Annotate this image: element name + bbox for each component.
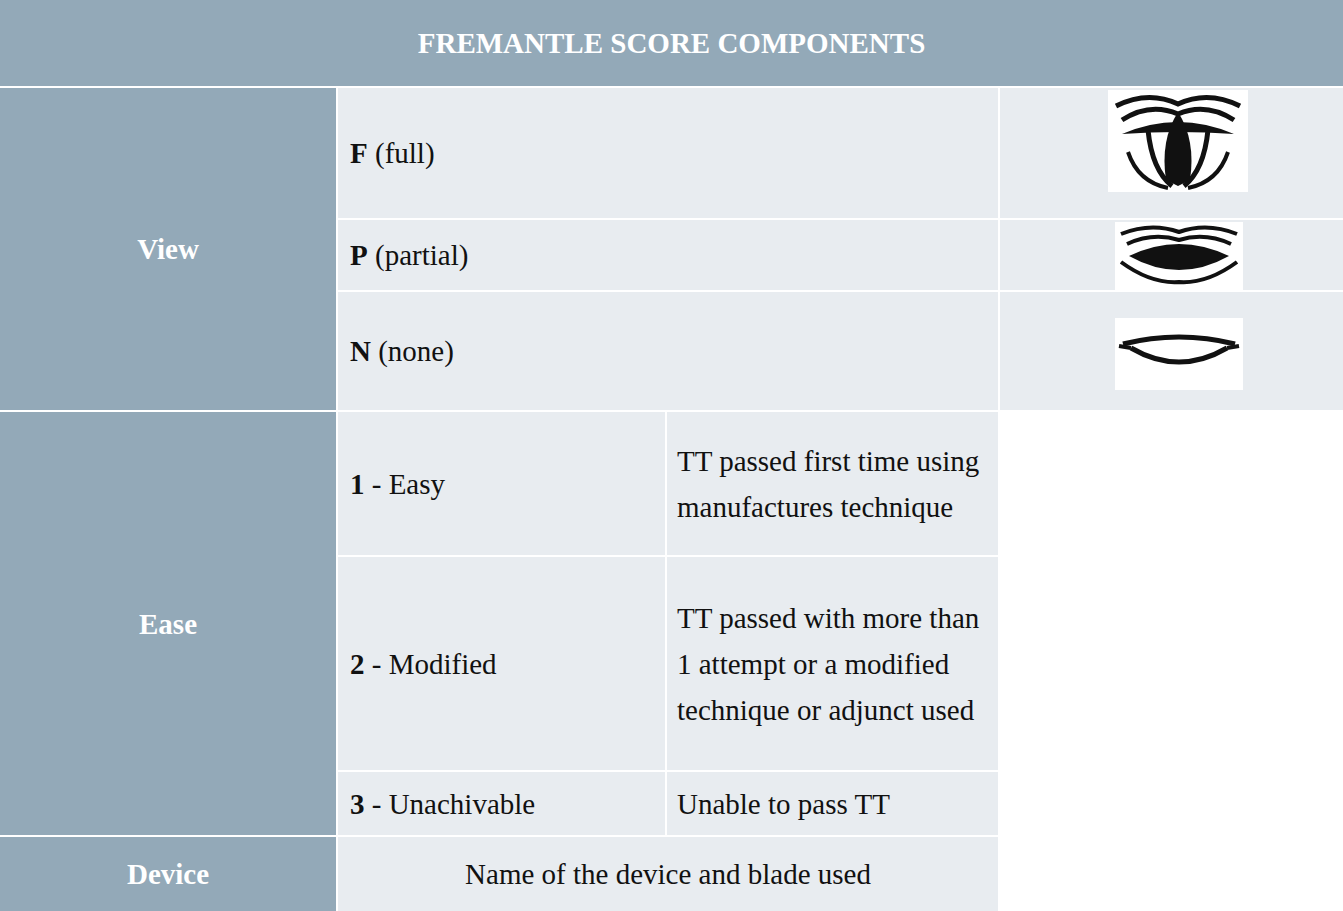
table-cell: View	[0, 88, 336, 410]
table-cell: 3 - Unachivable	[338, 772, 665, 835]
table-cell: Unable to pass TT	[667, 772, 998, 835]
cell-text: 2 - Modified	[350, 641, 497, 687]
cell-text: N (none)	[350, 328, 454, 374]
table-cell: F (full)	[338, 88, 998, 218]
table-cell: P (partial)	[338, 220, 998, 290]
no-view-icon	[1115, 318, 1243, 390]
cell-text: TT passed with more than 1 attempt or a …	[677, 595, 988, 733]
header-text: Ease	[12, 601, 324, 647]
table-cell: 2 - Modified	[338, 557, 665, 770]
table-cell: 1 - Easy	[338, 412, 665, 555]
cell-text: TT passed first time using manufactures …	[677, 438, 988, 530]
header-text: FREMANTLE SCORE COMPONENTS	[12, 20, 1331, 66]
table-cell: TT passed first time using manufactures …	[667, 412, 998, 555]
partial-view-icon	[1115, 222, 1243, 290]
cell-text: F (full)	[350, 130, 435, 176]
table-cell: Ease	[0, 412, 336, 835]
header-text: Device	[12, 851, 324, 897]
cell-text: P (partial)	[350, 232, 468, 278]
cell-text: 1 - Easy	[350, 461, 445, 507]
table-cell: FREMANTLE SCORE COMPONENTS	[0, 0, 1343, 86]
cell-text: Name of the device and blade used	[350, 851, 986, 897]
table-cell: N (none)	[338, 292, 998, 410]
table-cell: Name of the device and blade used	[338, 837, 998, 911]
cell-text: 3 - Unachivable	[350, 781, 535, 827]
header-text: View	[12, 226, 324, 272]
table-cell: Device	[0, 837, 336, 911]
cell-text: Unable to pass TT	[677, 781, 890, 827]
full-view-icon	[1108, 90, 1248, 192]
table-cell: TT passed with more than 1 attempt or a …	[667, 557, 998, 770]
